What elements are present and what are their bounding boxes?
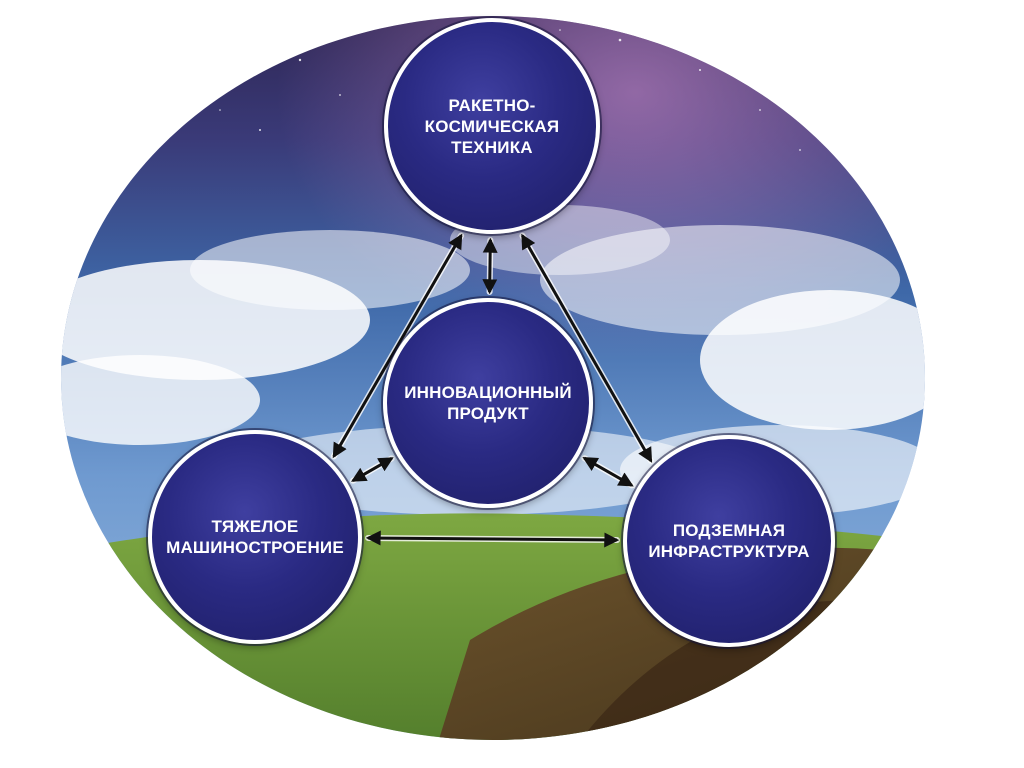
arrow-heavy-underground: [365, 530, 620, 548]
node-underground-infrastructure: ПОДЗЕМНАЯ ИНФРАСТРУКТУРА: [623, 435, 835, 647]
arrow-rocket-underground: [521, 233, 653, 463]
node-label: ТЯЖЕЛОЕ МАШИНОСТРОЕНИЕ: [166, 517, 344, 557]
node-label: ПОДЗЕМНАЯ ИНФРАСТРУКТУРА: [648, 521, 810, 561]
node-innovative-product: ИННОВАЦИОННЫЙ ПРОДУКТ: [383, 298, 593, 508]
node-label: РАКЕТНО- КОСМИЧЕСКАЯ ТЕХНИКА: [424, 95, 560, 157]
arrow-center-underground: [582, 456, 634, 487]
arrow-rocket-center: [482, 237, 498, 295]
node-heavy-machinery: ТЯЖЕЛОЕ МАШИНОСТРОЕНИЕ: [148, 430, 362, 644]
connection-arrows: [330, 232, 655, 548]
arrow-rocket-heavy: [332, 233, 463, 459]
node-rocket-space-technology: РАКЕТНО- КОСМИЧЕСКАЯ ТЕХНИКА: [384, 18, 600, 234]
arrow-center-heavy: [351, 457, 394, 482]
node-label: ИННОВАЦИОННЫЙ ПРОДУКТ: [404, 383, 572, 423]
